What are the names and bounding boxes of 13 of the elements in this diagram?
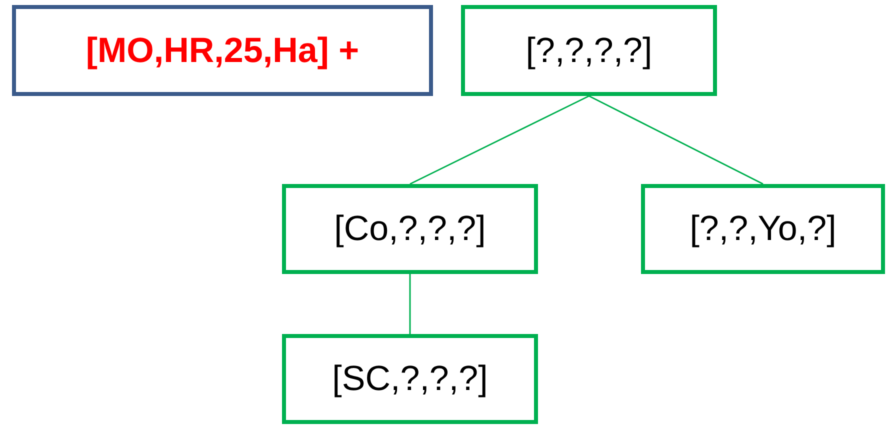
node-box <box>641 184 885 274</box>
node-box <box>282 334 538 424</box>
node-label: [MO,HR,25,Ha] + <box>86 30 360 70</box>
connector-line <box>410 95 590 185</box>
node-label: [SC,?,?,?] <box>332 359 488 399</box>
node-label: [Co,?,?,?] <box>334 209 486 249</box>
node-label: [?,?,?,?] <box>526 30 652 70</box>
connector-line <box>588 95 764 185</box>
node-box <box>12 5 433 96</box>
node-label: [?,?,Yo,?] <box>690 209 836 249</box>
node-box <box>461 5 717 96</box>
connector-line <box>409 274 411 334</box>
node-box <box>282 184 538 274</box>
